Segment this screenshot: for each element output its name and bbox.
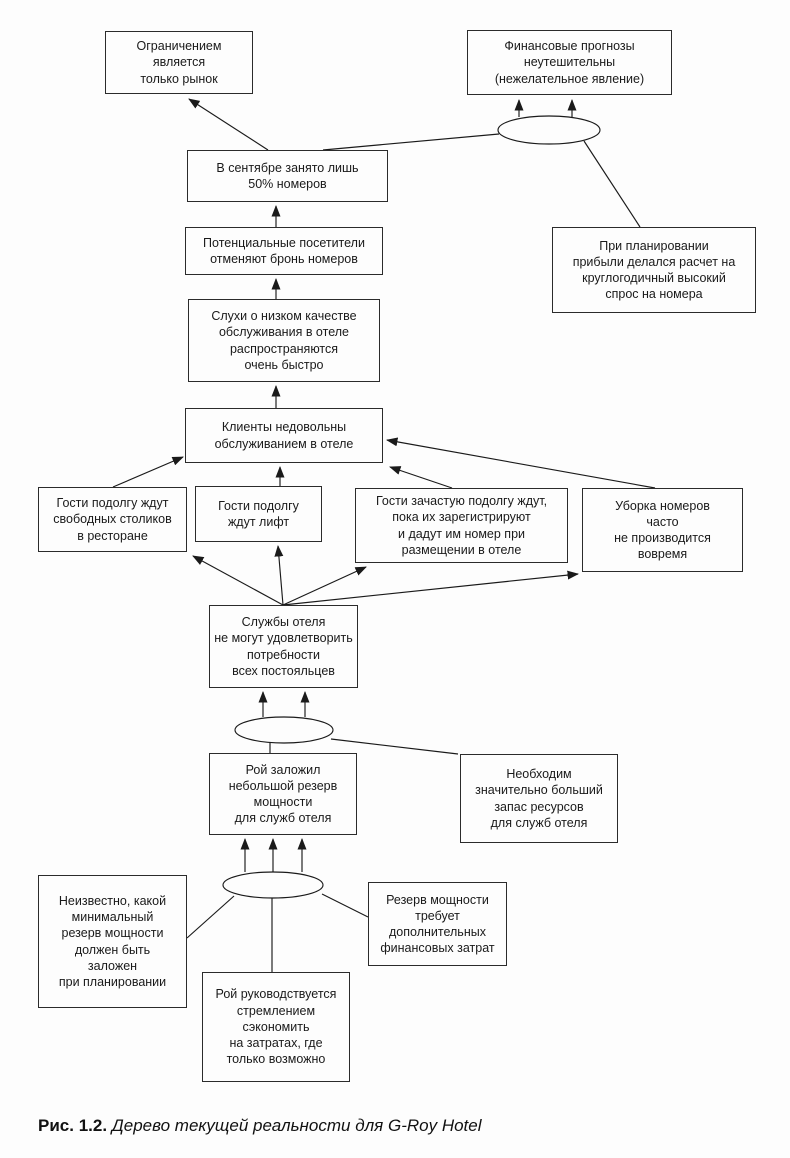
node-reserve-costs-money: Резерв мощности требует дополнительных ф… bbox=[368, 882, 507, 966]
edge-capacity-to-restaurant bbox=[192, 555, 284, 606]
node-wait-elevator: Гости подолгу ждут лифт bbox=[195, 486, 322, 542]
edge-capacity-to-cleaning bbox=[282, 570, 579, 606]
figure-caption: Рис. 1.2.Дерево текущей реальности для G… bbox=[38, 1116, 758, 1136]
node-unknown-min-reserve: Неизвестно, какой минимальный резерв мощ… bbox=[38, 875, 187, 1008]
and-connector-3 bbox=[222, 871, 324, 899]
caption-label: Рис. 1.2. bbox=[38, 1116, 108, 1135]
node-roy-small-reserve: Рой заложил небольшой резерв мощности дл… bbox=[209, 753, 357, 835]
edge-unknown-to-and3 bbox=[186, 895, 235, 939]
node-september-occupancy: В сентябре занято лишь 50% номеров bbox=[187, 150, 388, 202]
edge-need-to-and2 bbox=[330, 738, 459, 755]
node-need-bigger-reserve: Необходим значительно больший запас ресу… bbox=[460, 754, 618, 843]
and-connector-1 bbox=[497, 115, 601, 145]
node-financial-forecasts: Финансовые прогнозы неутешительны (нежел… bbox=[467, 30, 672, 95]
edge-checkin-to-unhappy bbox=[389, 466, 453, 489]
edge-occupancy-to-constraint bbox=[188, 98, 269, 151]
caption-text: Дерево текущей реальности для G-Roy Hote… bbox=[111, 1116, 482, 1135]
node-profit-planning-assumption: При планировании прибыли делался расчет … bbox=[552, 227, 756, 313]
node-cancelled-bookings: Потенциальные посетители отменяют бронь … bbox=[185, 227, 383, 275]
node-clients-unhappy: Клиенты недовольны обслуживанием в отеле bbox=[185, 408, 383, 463]
edge-cleaning-to-unhappy bbox=[386, 437, 656, 489]
edge-occupancy-to-and1 bbox=[322, 133, 500, 151]
node-wait-checkin: Гости зачастую подолгу ждут, пока их зар… bbox=[355, 488, 568, 563]
node-wait-restaurant-tables: Гости подолгу ждут свободных столиков в … bbox=[38, 487, 187, 552]
edge-planning-to-and1 bbox=[583, 140, 641, 228]
edge-costs-to-and3 bbox=[321, 893, 369, 918]
and-connector-2 bbox=[234, 716, 334, 744]
node-constraint-market: Ограничением является только рынок bbox=[105, 31, 253, 94]
node-roy-saves-costs: Рой руководствуется стремлением сэкономи… bbox=[202, 972, 350, 1082]
edge-capacity-to-elevator bbox=[274, 545, 284, 606]
node-room-cleaning-late: Уборка номеров часто не производится вов… bbox=[582, 488, 743, 572]
edge-capacity-to-checkin bbox=[282, 566, 367, 606]
node-rumors-spread: Слухи о низком качестве обслуживания в о… bbox=[188, 299, 380, 382]
node-hotel-services-capacity: Службы отеля не могут удовлетворить потр… bbox=[209, 605, 358, 688]
edge-restaurant-to-unhappy bbox=[112, 456, 184, 488]
